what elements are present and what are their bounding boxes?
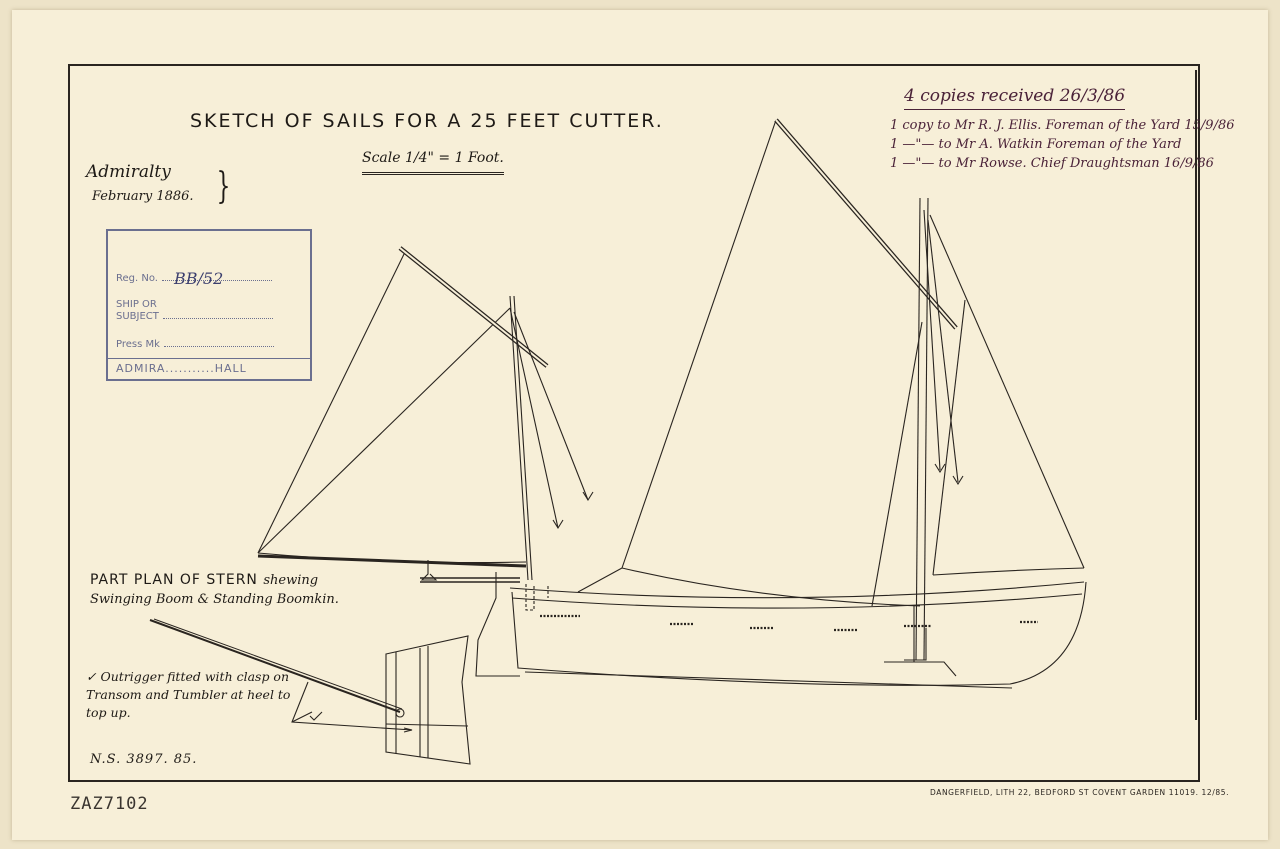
drawing-border (68, 64, 1200, 782)
swinging-boom (149, 619, 401, 713)
printer-imprint: DANGERFIELD, LITH 22, BEDFORD ST COVENT … (930, 788, 1230, 797)
main-mast (915, 197, 964, 661)
stamp-press-label: Press Mk (116, 339, 160, 350)
note-copy-3: 1 —"— to Mr Rowse. Chief Draughtsman 16/… (890, 156, 1214, 171)
note-received: 4 copies received 26/3/86 (904, 86, 1126, 110)
registry-stamp: Reg. No. BB/52 SHIP OR SUBJECT Press Mk … (106, 229, 312, 381)
mizzen-leech (257, 307, 511, 554)
mizzen-luff (257, 249, 407, 554)
stamp-bottom-text: ADMIRA...........HALL (108, 358, 310, 379)
sheer-line (509, 581, 1085, 599)
catalog-number: ZAZ7102 (70, 794, 149, 814)
mizzen-boom (257, 554, 527, 568)
drawing-number: N.S. 3897. 85. (90, 752, 198, 767)
mizzen-mast (509, 295, 594, 581)
origin-organization: Admiralty (86, 162, 171, 182)
foresail (929, 214, 1085, 576)
note-copy-1: 1 copy to Mr R. J. Ellis. Foreman of the… (890, 118, 1235, 133)
part-plan-title: PART PLAN OF STERN (90, 572, 258, 588)
transom-outline (385, 635, 471, 765)
main-luff (621, 119, 777, 569)
mizzen-sheet (513, 311, 589, 501)
main-sail (577, 118, 958, 607)
boomkin (420, 577, 520, 583)
outrigger-note: ✓ Outrigger fitted with clasp on Transom… (86, 669, 291, 720)
main-foot (621, 567, 921, 607)
scale-note: Scale 1/4" = 1 Foot. (362, 150, 504, 175)
manuscript-notes: 4 copies received 26/3/86 1 copy to Mr R… (890, 86, 1235, 171)
forestay (929, 214, 1085, 569)
brace-glyph: } (216, 166, 231, 207)
stamp-press-row: Press Mk (116, 339, 274, 350)
note-copy-2: 1 —"— to Mr A. Watkin Foreman of the Yar… (890, 137, 1182, 152)
stamp-reg-label: Reg. No. (116, 273, 158, 284)
mizzen-halyard (509, 307, 559, 529)
rudder (475, 572, 520, 677)
stern-part-plan (149, 618, 471, 765)
stamp-subject-label: SUBJECT (116, 311, 159, 322)
main-leech (871, 321, 923, 607)
part-plan-caption: PART PLAN OF STERN shewing Swinging Boom… (90, 572, 339, 607)
part-plan-subtitle: Swinging Boom & Standing Boomkin. (90, 592, 339, 607)
stamp-reg-value: BB/52 (174, 269, 224, 288)
stamp-subject-row: SUBJECT (116, 311, 273, 322)
paper-sheet (12, 10, 1268, 840)
stamp-reg-row: Reg. No. (116, 273, 272, 284)
stamp-ship-label: SHIP OR (116, 299, 157, 310)
hull-fittings (540, 614, 1038, 632)
mizzen-sail (257, 246, 549, 568)
part-plan-title-suffix: shewing (263, 573, 319, 588)
drawing-title: SKETCH OF SAILS FOR A 25 FEET CUTTER. (190, 110, 664, 132)
origin-date: February 1886. (92, 189, 194, 204)
hull (420, 560, 1087, 689)
